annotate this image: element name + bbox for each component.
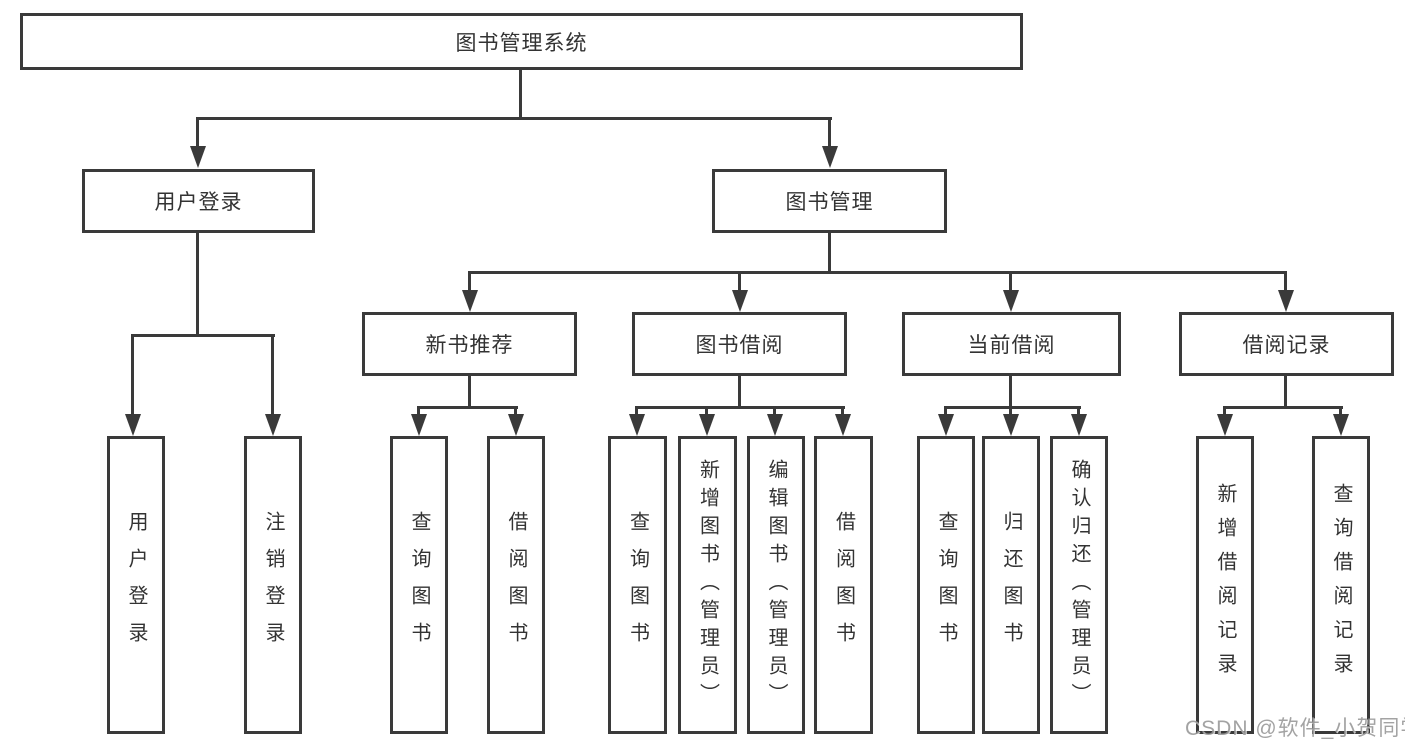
connector-line — [468, 271, 471, 292]
connector-line — [705, 406, 708, 417]
connector-line — [196, 232, 199, 336]
node-label: 图书管理系统 — [455, 31, 588, 55]
connector-line — [738, 375, 741, 408]
arrow-down-icon — [699, 414, 715, 436]
connector-line — [635, 406, 638, 417]
leaf-label: 编辑图书（管理员） — [765, 459, 787, 711]
leaf-label: 确认归还（管理员） — [1068, 459, 1090, 711]
connector-line — [468, 271, 1287, 274]
arrow-down-icon — [1003, 414, 1019, 436]
connector-line — [1284, 375, 1287, 408]
node-label: 借阅记录 — [1242, 334, 1331, 357]
arrow-down-icon — [462, 290, 478, 312]
leaf-label: 新增借阅记录 — [1214, 483, 1236, 687]
node-label: 当前借阅 — [967, 334, 1056, 357]
leaf-query-books-current: 查询图书 — [917, 436, 975, 734]
arrow-down-icon — [1217, 414, 1233, 436]
connector-line — [131, 334, 134, 416]
connector-line — [828, 232, 831, 273]
connector-line — [738, 271, 741, 292]
connector-line — [841, 406, 844, 417]
node-user-login: 用户登录 — [82, 169, 315, 233]
leaf-label: 新增图书（管理员） — [696, 459, 719, 711]
node-label: 图书借阅 — [695, 334, 784, 357]
leaf-label: 借阅图书 — [832, 511, 855, 659]
connector-line — [417, 406, 518, 409]
arrow-down-icon — [629, 414, 645, 436]
arrow-down-icon — [265, 414, 281, 436]
connector-line — [468, 375, 471, 408]
leaf-label: 查询图书 — [935, 511, 957, 659]
connector-line — [197, 117, 832, 120]
arrow-down-icon — [732, 290, 748, 312]
arrow-down-icon — [1333, 414, 1349, 436]
arrow-down-icon — [835, 414, 851, 436]
connector-line — [944, 406, 1081, 409]
arrow-down-icon — [1071, 414, 1087, 436]
node-current-borrowing: 当前借阅 — [902, 312, 1121, 376]
node-label: 用户登录 — [154, 191, 243, 214]
connector-line — [828, 117, 831, 148]
arrow-down-icon — [125, 414, 141, 436]
connector-line — [1284, 271, 1287, 292]
connector-line — [1077, 406, 1080, 417]
connector-line — [514, 406, 517, 417]
leaf-query-books-borrowing: 查询图书 — [608, 436, 667, 734]
connector-line — [773, 406, 776, 417]
leaf-add-book-admin: 新增图书（管理员） — [678, 436, 737, 734]
connector-line — [1339, 406, 1342, 417]
leaf-label: 归还图书 — [1000, 511, 1022, 659]
leaf-label: 查询图书 — [408, 511, 430, 659]
leaf-edit-book-admin: 编辑图书（管理员） — [747, 436, 805, 734]
arrow-down-icon — [508, 414, 524, 436]
leaf-label: 注销登录 — [262, 511, 284, 659]
leaf-add-borrow-record: 新增借阅记录 — [1196, 436, 1254, 734]
leaf-return-books: 归还图书 — [982, 436, 1040, 734]
connector-line — [944, 406, 947, 417]
arrow-down-icon — [190, 146, 206, 168]
connector-line — [196, 117, 199, 148]
node-book-borrowing: 图书借阅 — [632, 312, 847, 376]
connector-line — [1009, 406, 1012, 417]
connector-line — [1223, 406, 1343, 409]
node-new-book-recommendation: 新书推荐 — [362, 312, 577, 376]
connector-line — [271, 334, 274, 416]
leaf-query-borrow-record: 查询借阅记录 — [1312, 436, 1370, 734]
leaf-query-books-recommend: 查询图书 — [390, 436, 448, 734]
leaf-borrow-books-recommend: 借阅图书 — [487, 436, 545, 734]
arrow-down-icon — [1278, 290, 1294, 312]
csdn-watermark: CSDN @软件_小贺同学 — [1185, 717, 1405, 740]
arrow-down-icon — [411, 414, 427, 436]
leaf-user-login: 用户登录 — [107, 436, 165, 734]
connector-line — [131, 334, 275, 337]
connector-line — [519, 69, 522, 119]
connector-line — [1009, 271, 1012, 292]
leaf-label: 借阅图书 — [505, 511, 527, 659]
node-label: 图书管理 — [785, 191, 874, 214]
connector-line — [1009, 375, 1012, 408]
node-borrowing-records: 借阅记录 — [1179, 312, 1394, 376]
node-library-management-system: 图书管理系统 — [20, 13, 1023, 70]
leaf-label: 查询图书 — [626, 511, 649, 659]
leaf-logout: 注销登录 — [244, 436, 302, 734]
leaf-borrow-books: 借阅图书 — [814, 436, 873, 734]
arrow-down-icon — [938, 414, 954, 436]
leaf-label: 查询借阅记录 — [1330, 483, 1352, 687]
connector-line — [635, 406, 845, 409]
node-label: 新书推荐 — [425, 334, 514, 357]
arrow-down-icon — [767, 414, 783, 436]
leaf-confirm-return-admin: 确认归还（管理员） — [1050, 436, 1108, 734]
leaf-label: 用户登录 — [125, 511, 147, 659]
arrow-down-icon — [1003, 290, 1019, 312]
connector-line — [1223, 406, 1226, 417]
arrow-down-icon — [822, 146, 838, 168]
connector-line — [417, 406, 420, 417]
node-book-management: 图书管理 — [712, 169, 947, 233]
